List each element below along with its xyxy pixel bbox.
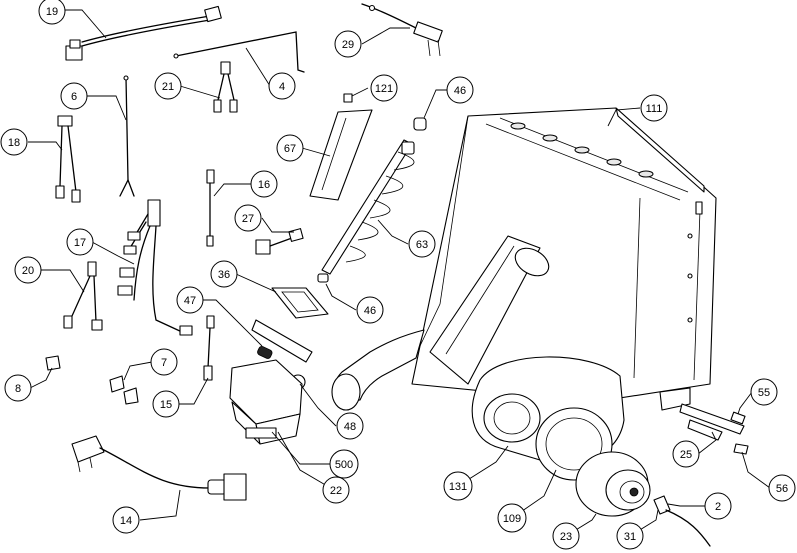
callout-label: 109 [503, 513, 521, 525]
callout-17[interactable]: 17 [66, 228, 94, 256]
callout-label: 121 [375, 83, 393, 95]
part-4-rod [173, 31, 305, 73]
callout-20[interactable]: 20 [14, 256, 42, 284]
callout-111[interactable]: 111 [640, 94, 668, 122]
callout-27[interactable]: 27 [234, 204, 262, 232]
callout-label: 500 [335, 459, 353, 471]
part-19-harness [65, 5, 222, 61]
part-7-brackets [109, 375, 139, 405]
callout-14[interactable]: 14 [112, 506, 140, 534]
part-25-rod [679, 403, 745, 441]
callout-31[interactable]: 31 [616, 522, 644, 550]
callout-label: 46 [364, 305, 376, 317]
callout-label: 131 [449, 481, 467, 493]
callout-label: 111 [646, 103, 663, 115]
part-67-cover [309, 109, 373, 201]
feed-chute [429, 235, 550, 385]
callout-label: 46 [454, 85, 466, 97]
part-31-igniter [653, 495, 711, 547]
callout-label: 21 [162, 81, 174, 93]
callout-8[interactable]: 8 [4, 374, 32, 402]
callout-label: 63 [416, 239, 428, 251]
callout-label: 6 [71, 91, 77, 103]
callout-label: 14 [120, 515, 132, 527]
callout-56[interactable]: 56 [768, 474, 796, 502]
part-14-power-cord [71, 435, 247, 501]
callout-46-middle[interactable]: 46 [356, 296, 384, 324]
callout-47[interactable]: 47 [176, 286, 204, 314]
callout-500[interactable]: 500 [329, 449, 359, 479]
callout-67[interactable]: 67 [276, 134, 304, 162]
callout-label: 23 [560, 531, 572, 543]
callout-label: 18 [8, 137, 20, 149]
callout-48[interactable]: 48 [336, 412, 364, 440]
part-18-harness [55, 115, 81, 203]
callout-label: 25 [680, 449, 692, 461]
callout-label: 16 [258, 179, 270, 191]
callout-25[interactable]: 25 [672, 440, 700, 468]
callout-label: 7 [161, 357, 167, 369]
part-29-sensor [361, 3, 443, 57]
callout-label: 56 [776, 483, 788, 495]
callout-15[interactable]: 15 [152, 390, 180, 418]
callout-55[interactable]: 55 [750, 378, 778, 406]
part-17-harness [117, 199, 193, 336]
part-6-tie [119, 75, 135, 197]
part-63-auger [317, 93, 427, 283]
callout-131[interactable]: 131 [443, 471, 473, 501]
part-36-plate [271, 287, 329, 319]
callout-29[interactable]: 29 [334, 30, 362, 58]
callout-label: 31 [624, 531, 636, 543]
part-15-wire [203, 315, 215, 381]
callout-label: 22 [330, 485, 342, 497]
part-16-wire [206, 169, 215, 247]
part-23-blower-motor [575, 451, 651, 517]
callout-121[interactable]: 121 [370, 74, 398, 102]
callout-7[interactable]: 7 [150, 348, 178, 376]
callout-label: 19 [46, 6, 58, 18]
part-27-connector [255, 228, 304, 255]
part-47-fuse [257, 346, 273, 359]
callout-label: 29 [342, 39, 354, 51]
callout-label: 27 [242, 213, 254, 225]
part-20-harness [63, 261, 103, 331]
callout-label: 48 [344, 421, 356, 433]
callout-label: 36 [218, 269, 230, 281]
callout-63[interactable]: 63 [408, 230, 436, 258]
callout-21[interactable]: 21 [154, 72, 182, 100]
callout-label: 4 [279, 81, 285, 93]
callout-23[interactable]: 23 [552, 522, 580, 550]
callout-18[interactable]: 18 [0, 128, 28, 156]
part-56-clip [733, 443, 749, 455]
callout-label: 15 [160, 399, 172, 411]
callout-2[interactable]: 2 [704, 492, 732, 520]
callout-label: 8 [15, 383, 21, 395]
callout-46-top[interactable]: 46 [446, 76, 474, 104]
part-22-gearmotor [229, 359, 303, 445]
callout-label: 2 [715, 501, 721, 513]
callout-22[interactable]: 22 [322, 476, 350, 504]
callout-label: 55 [758, 387, 770, 399]
part-55-clip [730, 411, 746, 425]
callout-109[interactable]: 109 [497, 503, 527, 533]
housing-holes [510, 122, 654, 178]
callout-4[interactable]: 4 [268, 72, 296, 100]
part-21-harness [213, 61, 238, 113]
callout-19[interactable]: 19 [38, 0, 66, 25]
callout-label: 20 [22, 265, 34, 277]
callout-label: 67 [284, 143, 296, 155]
callout-label: 17 [74, 237, 86, 249]
part-8-clip [45, 355, 61, 371]
callout-36[interactable]: 36 [210, 260, 238, 288]
callout-16[interactable]: 16 [250, 170, 278, 198]
callout-label: 47 [184, 295, 196, 307]
callout-6[interactable]: 6 [60, 82, 88, 110]
